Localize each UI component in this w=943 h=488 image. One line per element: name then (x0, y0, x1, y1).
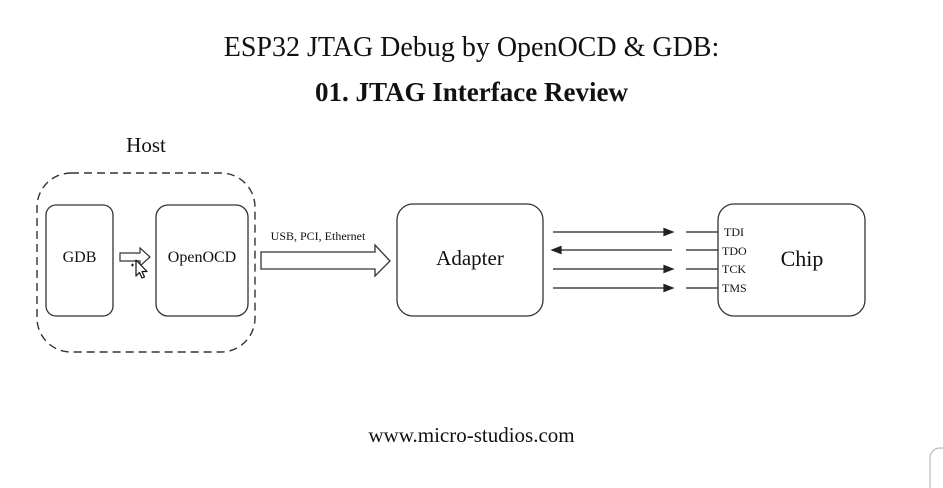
adapter-label: Adapter (436, 246, 504, 270)
signal-label-tdi: TDI (724, 225, 744, 239)
signal-label-tms: TMS (722, 281, 747, 295)
gdb-box (45, 204, 114, 317)
signal-lines (550, 227, 675, 293)
title: ESP32 JTAG Debug by OpenOCD & GDB: (223, 32, 720, 63)
mouse-pointer-icon (131, 259, 148, 279)
openocd-box (155, 204, 249, 317)
signal-label-tck: TCK (722, 262, 746, 276)
gdb-to-openocd-arrow (119, 246, 151, 268)
subtitle: 01. JTAG Interface Review (315, 77, 628, 107)
adapter-box (396, 203, 544, 317)
gdb-label: GDB (63, 249, 97, 266)
corner-shape (929, 447, 943, 488)
chip-box (717, 203, 866, 317)
host-label: Host (126, 133, 166, 157)
host-to-adapter-arrow (260, 243, 391, 278)
signal-label-tdo: TDO (722, 244, 747, 258)
chip-label: Chip (781, 246, 824, 271)
link-label: USB, PCI, Ethernet (271, 229, 366, 243)
website-footer: www.micro-studios.com (368, 423, 575, 447)
pin-stubs (686, 231, 718, 289)
openocd-label: OpenOCD (168, 249, 236, 266)
host-container (36, 172, 256, 353)
